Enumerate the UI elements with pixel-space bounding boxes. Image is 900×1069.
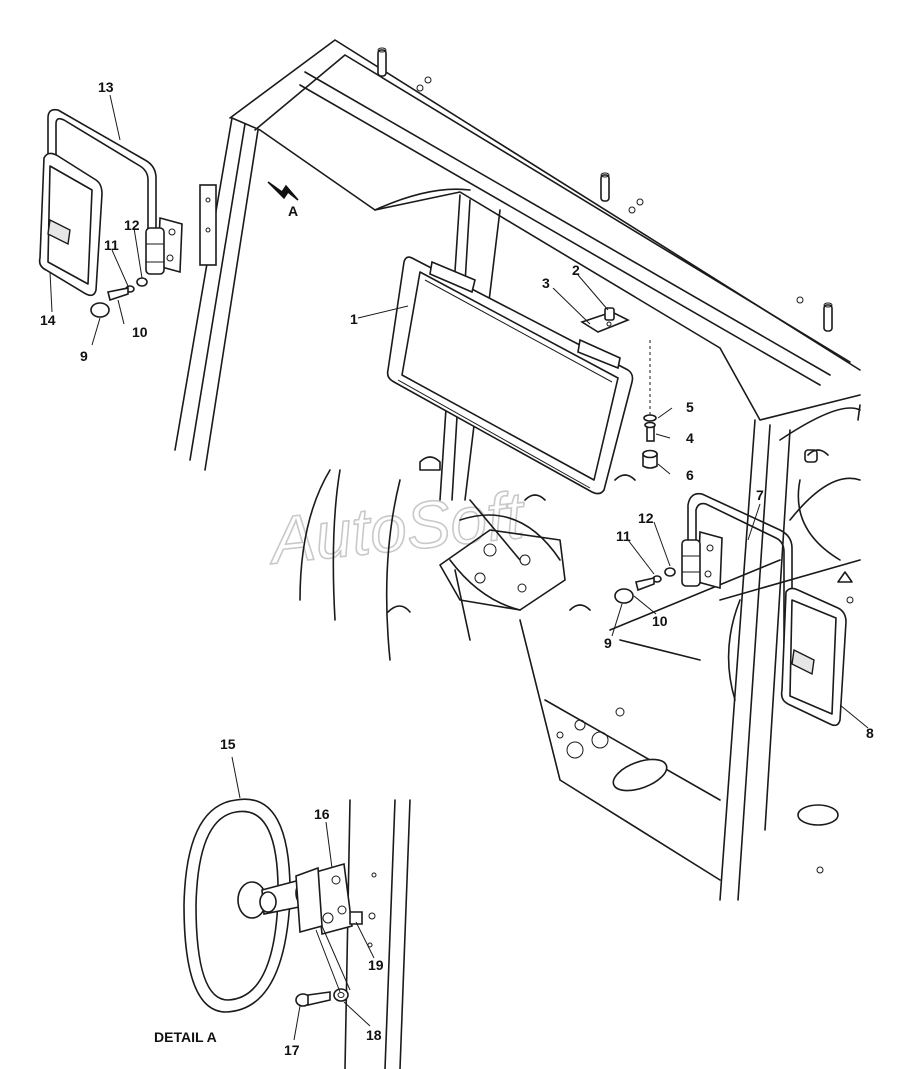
callout-3: 3 bbox=[542, 275, 550, 291]
callout-12-right: 12 bbox=[638, 510, 654, 526]
bracket-plate bbox=[580, 307, 630, 333]
callout-9-right: 9 bbox=[604, 635, 612, 651]
callout-14: 14 bbox=[40, 312, 56, 328]
left-mirror-assembly bbox=[38, 108, 183, 318]
callout-15: 15 bbox=[220, 736, 236, 752]
callout-18: 18 bbox=[366, 1027, 382, 1043]
callout-labels: 1 2 3 4 5 6 7 8 9 9 10 10 11 11 12 12 13… bbox=[40, 79, 874, 1058]
callout-10-left: 10 bbox=[132, 324, 148, 340]
callout-4: 4 bbox=[686, 430, 694, 446]
callout-2: 2 bbox=[572, 262, 580, 278]
callout-17: 17 bbox=[284, 1042, 300, 1058]
callout-11-right: 11 bbox=[616, 528, 631, 544]
view-marker-label: A bbox=[288, 203, 298, 219]
view-arrow-a: A bbox=[267, 181, 299, 219]
callout-1: 1 bbox=[350, 311, 358, 327]
sun-visor bbox=[386, 256, 634, 495]
callout-13: 13 bbox=[98, 79, 114, 95]
detail-caption: DETAIL A bbox=[154, 1029, 217, 1045]
callout-5: 5 bbox=[686, 399, 694, 415]
callout-16: 16 bbox=[314, 806, 330, 822]
right-mirror-assembly bbox=[614, 492, 847, 727]
callout-10-right: 10 bbox=[652, 613, 668, 629]
callout-12-left: 12 bbox=[124, 217, 140, 233]
fastener-stack bbox=[642, 340, 658, 469]
callout-19: 19 bbox=[368, 957, 384, 973]
callout-6: 6 bbox=[686, 467, 694, 483]
callout-9-left: 9 bbox=[80, 348, 88, 364]
cab-structure bbox=[174, 39, 861, 901]
leader-lines bbox=[49, 94, 869, 1041]
callout-8: 8 bbox=[866, 725, 874, 741]
callout-11-left: 11 bbox=[104, 237, 119, 253]
detail-a-mirror bbox=[183, 798, 411, 1069]
callout-7: 7 bbox=[756, 487, 764, 503]
